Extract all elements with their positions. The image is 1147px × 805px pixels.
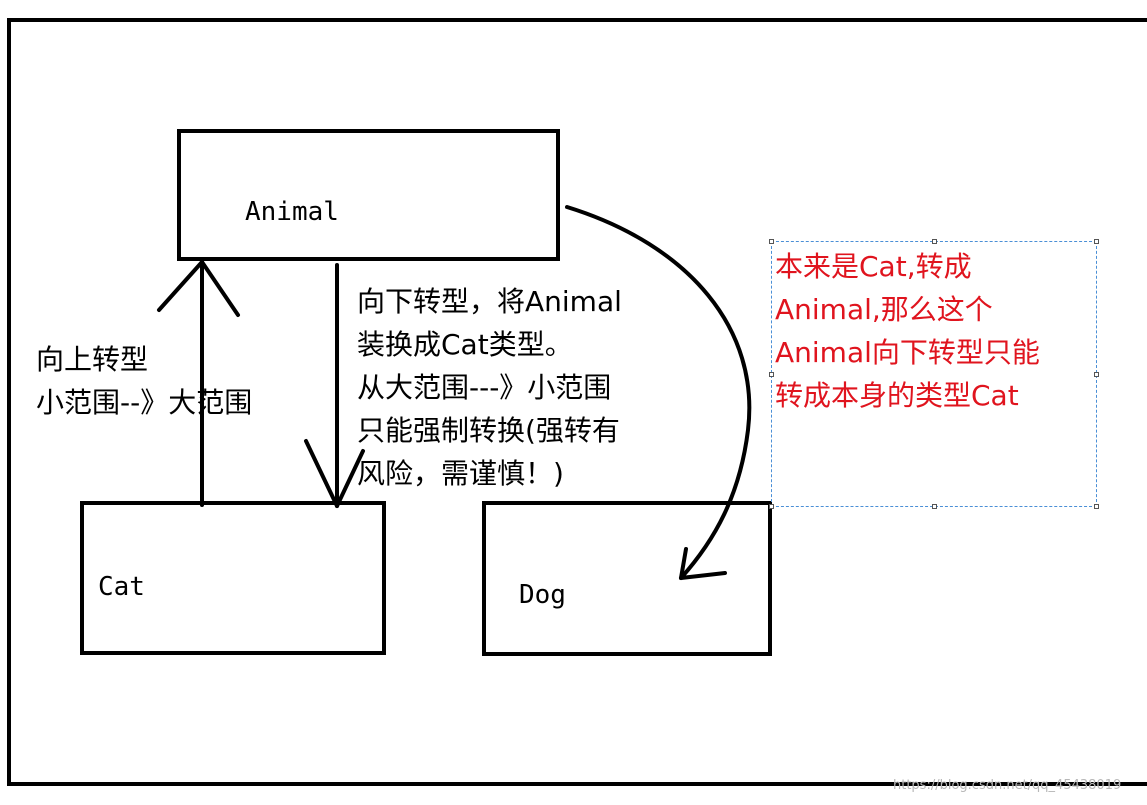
resize-handle[interactable]: [769, 504, 774, 509]
dog-box: [482, 501, 772, 656]
upcast-arrow: [157, 260, 240, 507]
cat-label: Cat: [98, 572, 145, 602]
red-note-text[interactable]: 本来是Cat,转成 Animal,那么这个 Animal向下转型只能 转成本身的…: [775, 250, 1040, 412]
animal-box: [177, 129, 560, 261]
watermark: https://blog.csdn.net/qq_45438019: [893, 778, 1122, 793]
dog-label: Dog: [519, 580, 566, 610]
curved-arrow: [565, 205, 752, 580]
downcast-note: 向下转型，将Animal 装换成Cat类型。 从大范围---》小范围 只能强制转…: [357, 285, 622, 490]
resize-handle[interactable]: [1094, 239, 1099, 244]
upcast-note: 向上转型 小范围--》大范围: [36, 343, 253, 419]
outer-frame: [7, 18, 1147, 786]
resize-handle[interactable]: [1094, 504, 1099, 509]
downcast-arrow: [304, 263, 365, 508]
cat-box: [80, 501, 386, 655]
red-text-box[interactable]: [769, 239, 1099, 509]
animal-label: Animal: [245, 197, 339, 227]
resize-handle[interactable]: [769, 372, 774, 377]
resize-handle[interactable]: [932, 504, 937, 509]
resize-handle[interactable]: [769, 239, 774, 244]
resize-handle[interactable]: [932, 239, 937, 244]
resize-handle[interactable]: [1094, 372, 1099, 377]
